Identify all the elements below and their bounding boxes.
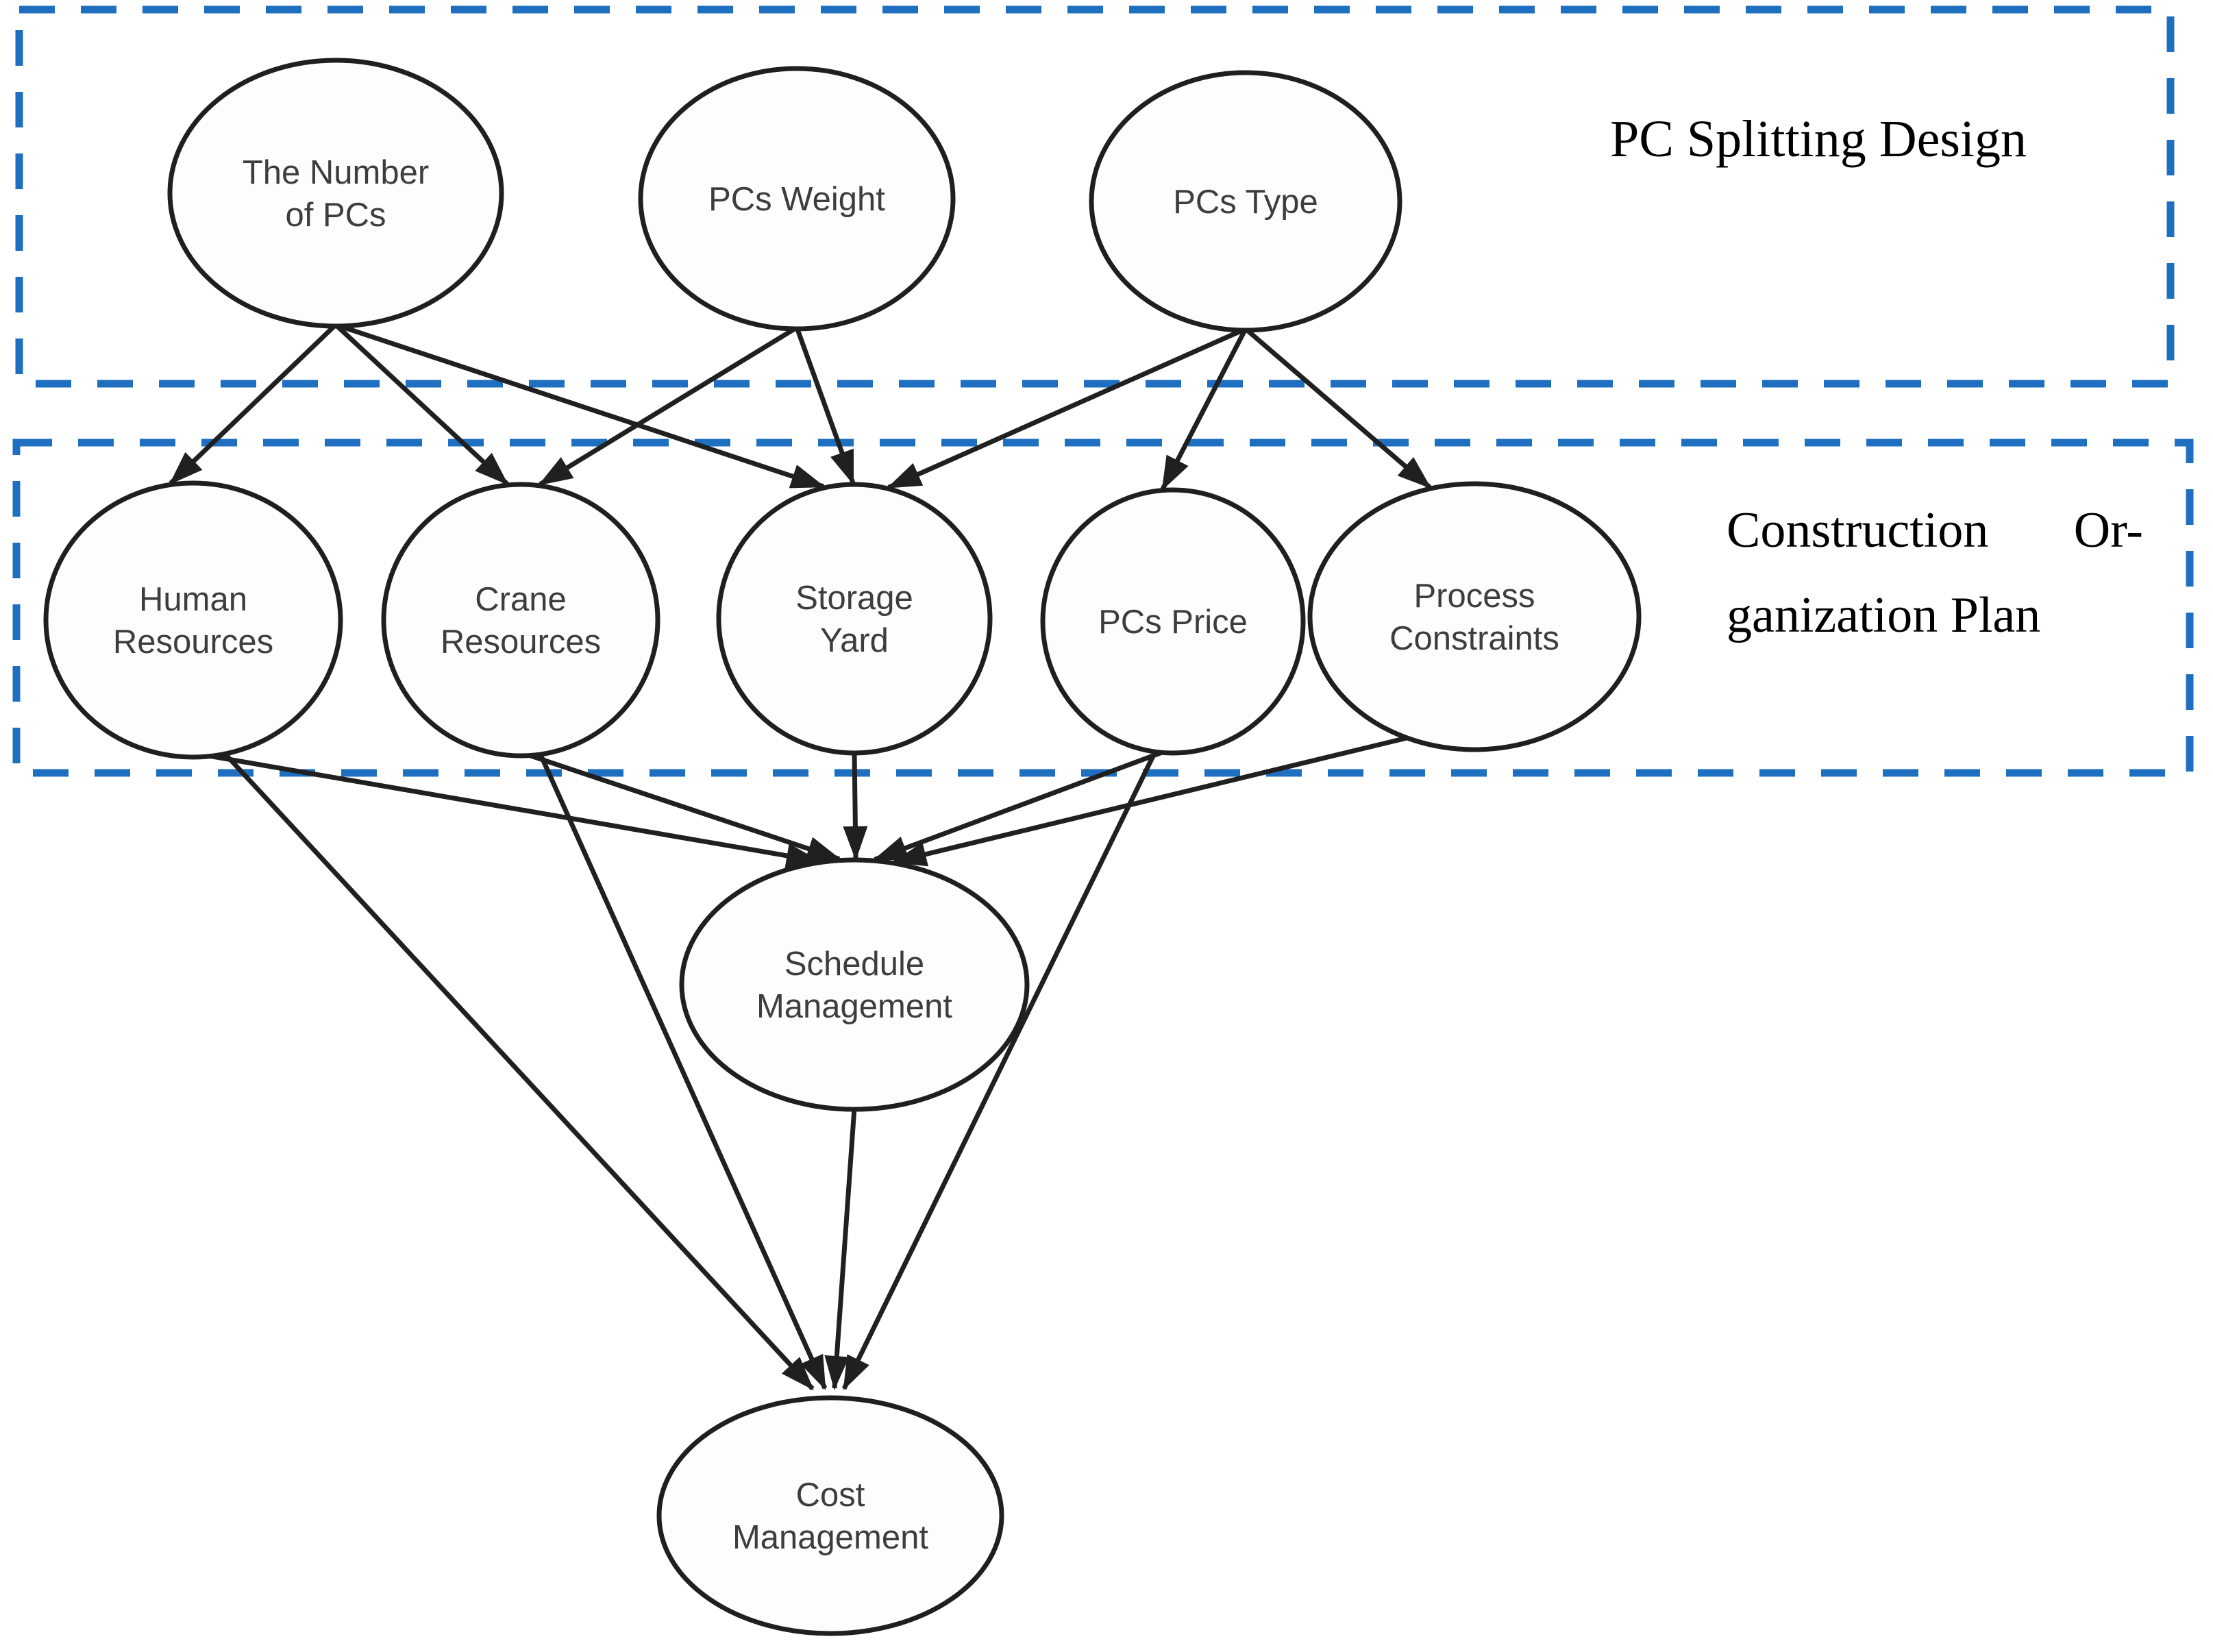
box2-title-word-construction: Construction <box>1727 502 1989 558</box>
arrow-weight-to-storage <box>794 326 856 485</box>
node-schedule-label-line2: Management <box>756 988 952 1025</box>
box2-title-word-or: Or- <box>2073 502 2143 558</box>
node-schedule-ellipse <box>679 857 1030 1112</box>
arrow-type-to-price <box>1160 328 1248 491</box>
node-constraints-ellipse <box>1307 481 1642 752</box>
node-num-ellipse <box>167 58 504 329</box>
arrow-num-to-storage <box>334 322 826 489</box>
node-storage-label-line2: Yard <box>820 622 889 659</box>
arrow-type-to-storage <box>887 326 1247 490</box>
node-weight-label-line1: PCs Weight <box>708 181 885 218</box>
node-price: PCs Price <box>1040 487 1306 756</box>
arrow-type-to-constraints <box>1244 327 1432 489</box>
arrow-crane-to-schedule <box>525 752 841 862</box>
arrow-price-to-schedule <box>873 749 1166 862</box>
node-crane-label-line2: Resources <box>441 624 601 661</box>
node-storage-ellipse <box>716 482 993 756</box>
node-schedule-label-line1: Schedule <box>784 946 924 983</box>
arrow-num-to-crane <box>334 323 509 486</box>
node-constraints-label-line1: Process <box>1413 578 1535 615</box>
node-num: The Number of PCs <box>167 58 504 329</box>
arrow-price-to-cost <box>841 749 1159 1391</box>
arrow-num-to-human <box>169 323 338 485</box>
arrow-human-to-cost <box>222 751 815 1391</box>
dashed-box-1 <box>15 5 2175 388</box>
box2-title-line2: ganization Plan <box>1727 587 2041 643</box>
arrow-constraints-to-schedule <box>892 735 1410 867</box>
node-human-label-line2: Resources <box>113 624 273 661</box>
node-type-ellipse <box>1089 70 1402 333</box>
node-crane-label-line1: Crane <box>475 581 566 618</box>
node-storage-label-line1: Storage <box>795 580 913 617</box>
arrow-crane-to-cost <box>537 752 828 1390</box>
node-weight-ellipse <box>638 66 956 332</box>
node-weight: PCs Weight <box>638 66 956 332</box>
node-cost-ellipse <box>656 1395 1004 1636</box>
box2-title: Construction Or- ganization Plan <box>1727 488 2143 658</box>
node-price-label-line1: PCs Price <box>1098 604 1248 641</box>
box1-title: PC Splitting Design <box>1609 110 2027 168</box>
node-cost-label-line2: Management <box>732 1519 928 1556</box>
box2-title-line1: Construction Or- <box>1727 488 2143 573</box>
node-crane-ellipse <box>381 482 660 759</box>
node-cost-label-line1: Cost <box>796 1477 865 1514</box>
arrow-storage-to-schedule <box>843 751 868 861</box>
node-constraints-label-line2: Constraints <box>1389 620 1559 657</box>
arrow-weight-to-crane <box>538 325 798 486</box>
node-type-label-line1: PCs Type <box>1173 184 1318 221</box>
node-num-label-line1: The Number <box>243 154 429 191</box>
node-human-ellipse <box>43 480 343 760</box>
arrow-human-to-schedule <box>205 752 821 868</box>
node-human-label-line1: Human <box>139 581 247 618</box>
node-type: PCs Type <box>1089 70 1402 333</box>
node-price-ellipse <box>1040 487 1306 756</box>
arrow-schedule-to-cost <box>824 1107 857 1391</box>
node-num-label-line2: of PCs <box>285 197 386 234</box>
